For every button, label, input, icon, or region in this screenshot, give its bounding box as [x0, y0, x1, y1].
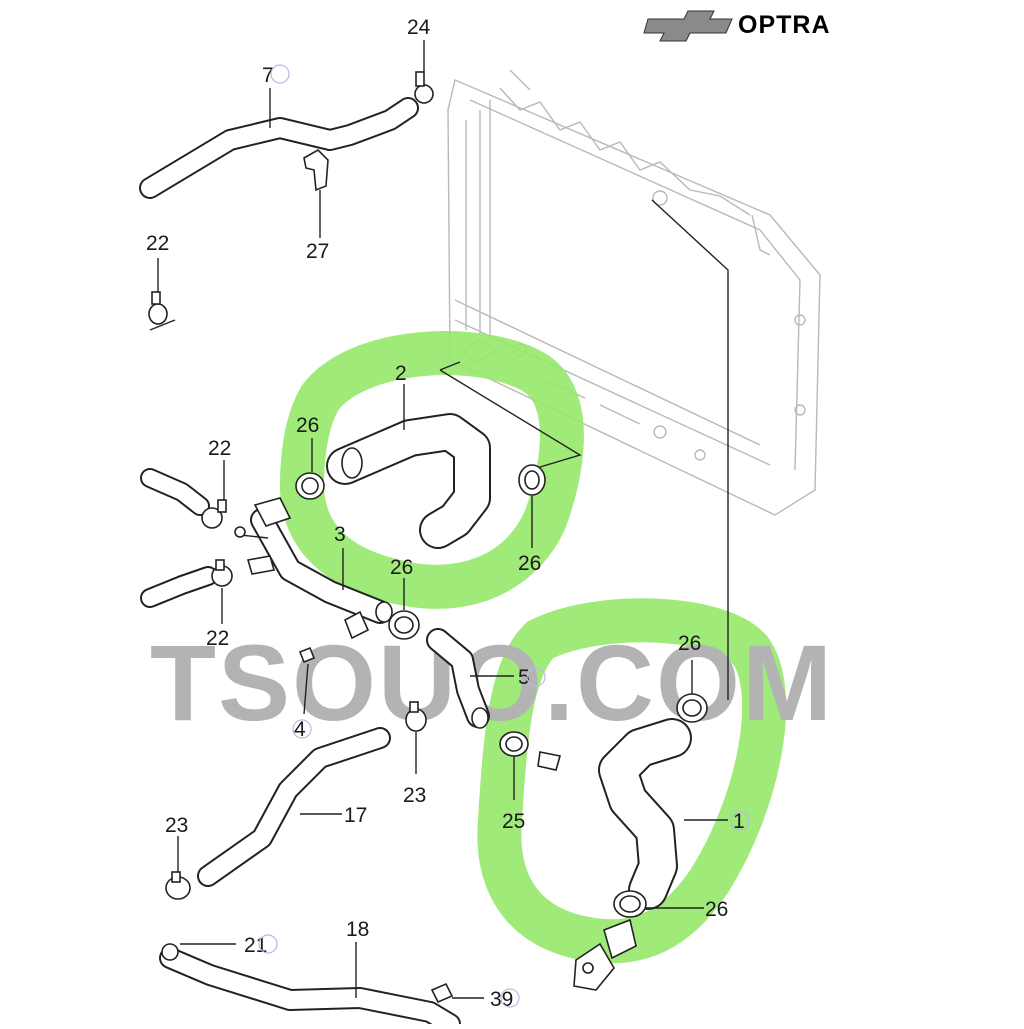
- clamp-25: [499, 731, 562, 800]
- brand-name: OPTRA: [738, 11, 831, 39]
- callout-27: 27: [306, 240, 329, 263]
- callout-7: 7: [262, 64, 274, 87]
- callout-22-lower: 22: [206, 627, 229, 650]
- callout-26-upper-left: 26: [296, 414, 319, 437]
- callout-18: 18: [346, 918, 369, 941]
- callout-17: 17: [344, 804, 367, 827]
- callout-26-lower-top: 26: [678, 632, 701, 655]
- clamp-26-mid: [375, 578, 420, 640]
- radiator: [447, 69, 821, 516]
- callout-23-lower: 23: [165, 814, 188, 837]
- clamp-23-lower: [165, 836, 191, 900]
- bolt-4: [298, 646, 316, 715]
- callout-2: 2: [395, 362, 407, 385]
- lower-radiator-hose-1: [598, 199, 729, 910]
- thermostat-housing: [573, 918, 637, 991]
- hose-5: [426, 628, 514, 729]
- watermark: TSOUO.COM: [150, 622, 834, 743]
- clamp-26-lower-top: [676, 660, 708, 723]
- clamp-22-top: [148, 258, 176, 331]
- callout-5: 5: [518, 666, 530, 689]
- clamp-26-upper-left: [295, 438, 325, 500]
- callout-23-upper: 23: [403, 784, 426, 807]
- clamp-22-lower: [211, 559, 233, 624]
- clamp-22-mid: [201, 460, 227, 529]
- brand-logo: OPTRA: [643, 10, 831, 42]
- callout-24: 24: [407, 16, 431, 39]
- callout-25: 25: [502, 810, 525, 833]
- callout-3: 3: [334, 523, 346, 546]
- hose-18: [159, 942, 461, 1029]
- bowtie-icon: [643, 10, 733, 42]
- clamp-26-lower-bottom: [613, 890, 704, 918]
- upper-radiator-hose-2: [326, 361, 582, 549]
- clamp-26-upper-right: [518, 464, 546, 548]
- clamp-21: [161, 943, 236, 961]
- callout-labels: 24 7 27 22 2 26 22 3 26 26 22 26 5 4 23 …: [146, 16, 750, 1011]
- callout-1: 1: [733, 810, 745, 833]
- clamp-24: [414, 40, 434, 104]
- hose-17: [197, 727, 391, 887]
- callout-21: 21: [244, 934, 267, 957]
- callout-22-top: 22: [146, 232, 169, 255]
- callout-26-upper-right: 26: [518, 552, 541, 575]
- highlight-lower-hose: [477, 598, 787, 964]
- callout-26-mid: 26: [390, 556, 413, 579]
- callout-4: 4: [294, 718, 306, 741]
- pipe-3: [234, 497, 392, 640]
- callout-26-lower-bottom: 26: [705, 898, 728, 921]
- hose-7: [139, 88, 419, 199]
- clamp-23-upper: [405, 701, 427, 774]
- bracket-27: [303, 149, 329, 238]
- left-hoses: [140, 468, 276, 608]
- callout-22-mid: 22: [208, 437, 231, 460]
- clamp-39: [430, 982, 484, 1004]
